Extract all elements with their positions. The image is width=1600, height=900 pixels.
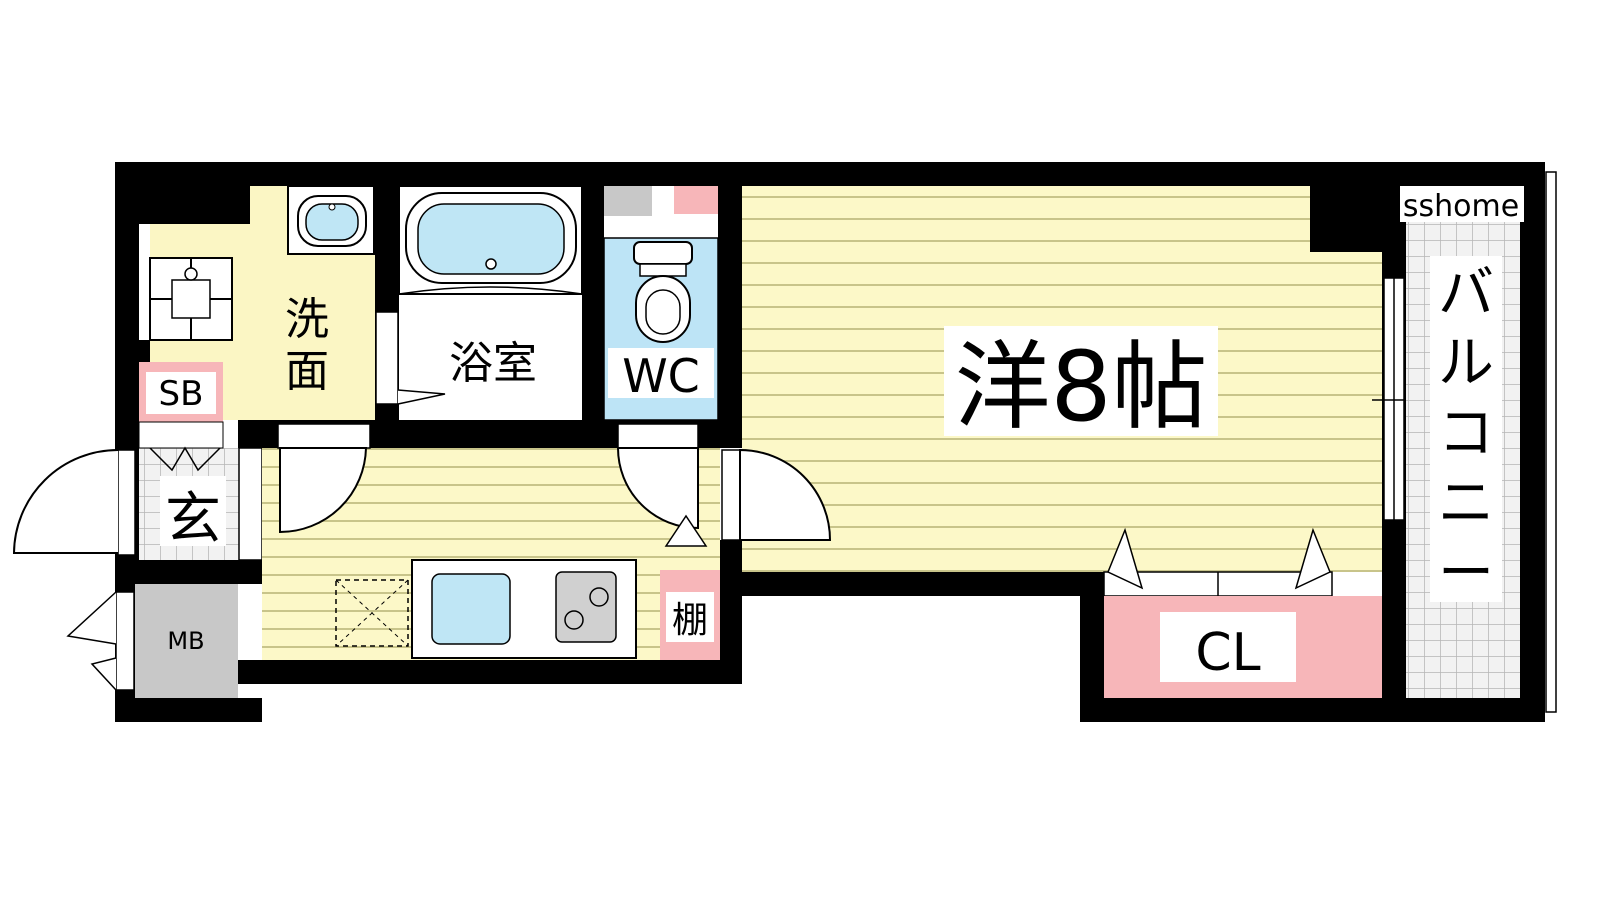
toilet-door-icon (616, 423, 699, 530)
shelf-label: 棚 (672, 600, 708, 641)
bathroom: 浴室 (375, 185, 583, 420)
balcony-label-3: コ (1438, 401, 1494, 466)
window-icon (1372, 277, 1414, 521)
balcony-label-4: ニ (1438, 471, 1494, 536)
room-door-icon (721, 448, 832, 541)
bathroom-label: 浴室 (449, 338, 537, 389)
washbasin-icon (287, 185, 375, 255)
toilet: WC (603, 186, 719, 421)
meter-box: MB (66, 584, 238, 698)
entrance: 玄 (138, 421, 239, 560)
fridge-space-icon (335, 579, 409, 647)
closet: CL (1103, 527, 1382, 698)
sink-icon (431, 573, 511, 645)
washing-machine-icon (149, 257, 233, 341)
shoe-box-label: SB (159, 374, 204, 414)
toilet-label: WC (622, 349, 700, 403)
toilet-icon (633, 241, 693, 343)
closet-label: CL (1195, 623, 1260, 683)
western-room: 洋8帖 (742, 186, 1382, 572)
shoe-box: SB (139, 362, 223, 422)
entrance-label: 玄 (165, 487, 221, 552)
washroom-door-icon (277, 423, 371, 534)
washroom-label: 洗 (285, 294, 329, 345)
kitchen-counter (411, 559, 637, 659)
stove-icon (555, 571, 617, 643)
watermark: sshome (1403, 189, 1519, 224)
entrance-door-icon (12, 449, 136, 556)
balcony-label: バ (1438, 261, 1494, 326)
balcony: バ ル コ ニ ー (1406, 171, 1557, 713)
balcony-label-2: ル (1438, 331, 1494, 396)
washroom-label-2: 面 (285, 346, 329, 397)
western-room-label: 洋8帖 (954, 331, 1207, 443)
meter-box-label: MB (167, 627, 204, 655)
balcony-label-5: ー (1438, 541, 1494, 606)
shelf: 棚 (660, 514, 720, 660)
